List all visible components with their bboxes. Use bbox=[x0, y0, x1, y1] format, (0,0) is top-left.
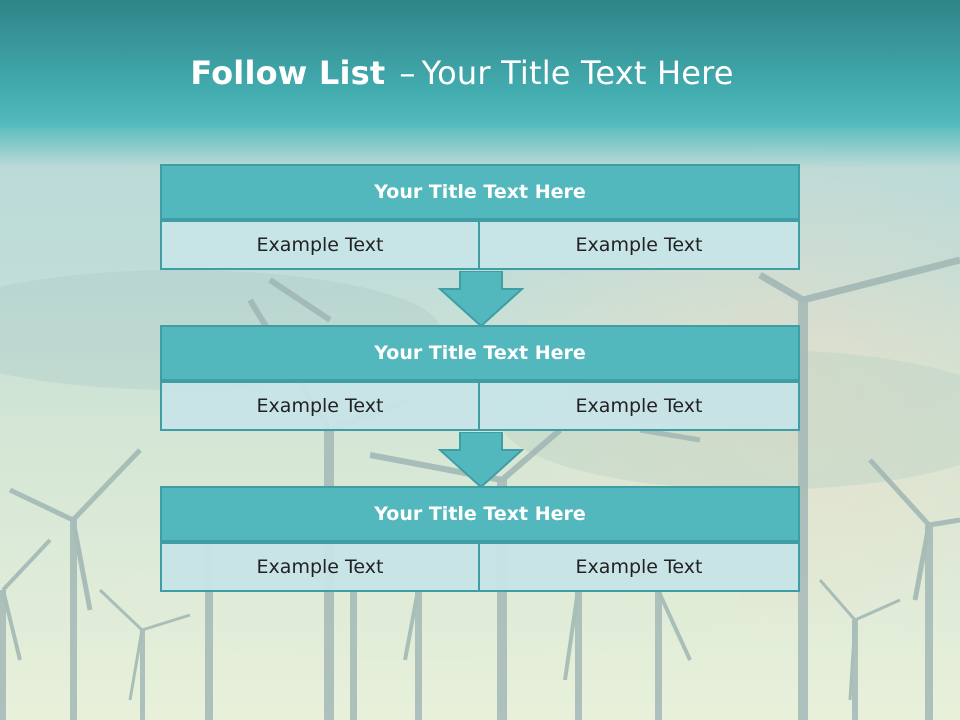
block-title: Your Title Text Here bbox=[160, 164, 800, 220]
title-bold-part: Follow List bbox=[190, 54, 386, 92]
block-cell-right: Example Text bbox=[480, 220, 800, 270]
title-separator: – bbox=[399, 54, 416, 92]
down-arrow-icon bbox=[438, 432, 524, 488]
block-cell-right: Example Text bbox=[480, 542, 800, 592]
block-cell-left: Example Text bbox=[160, 220, 480, 270]
down-arrow-icon bbox=[438, 271, 524, 327]
block-title: Your Title Text Here bbox=[160, 325, 800, 381]
block-cell-left: Example Text bbox=[160, 381, 480, 431]
block-cell-left: Example Text bbox=[160, 542, 480, 592]
title-rest: Your Title Text Here bbox=[421, 54, 734, 92]
slide-title: Follow List–Your Title Text Here bbox=[0, 54, 942, 92]
block-cell-right: Example Text bbox=[480, 381, 800, 431]
block-title: Your Title Text Here bbox=[160, 486, 800, 542]
